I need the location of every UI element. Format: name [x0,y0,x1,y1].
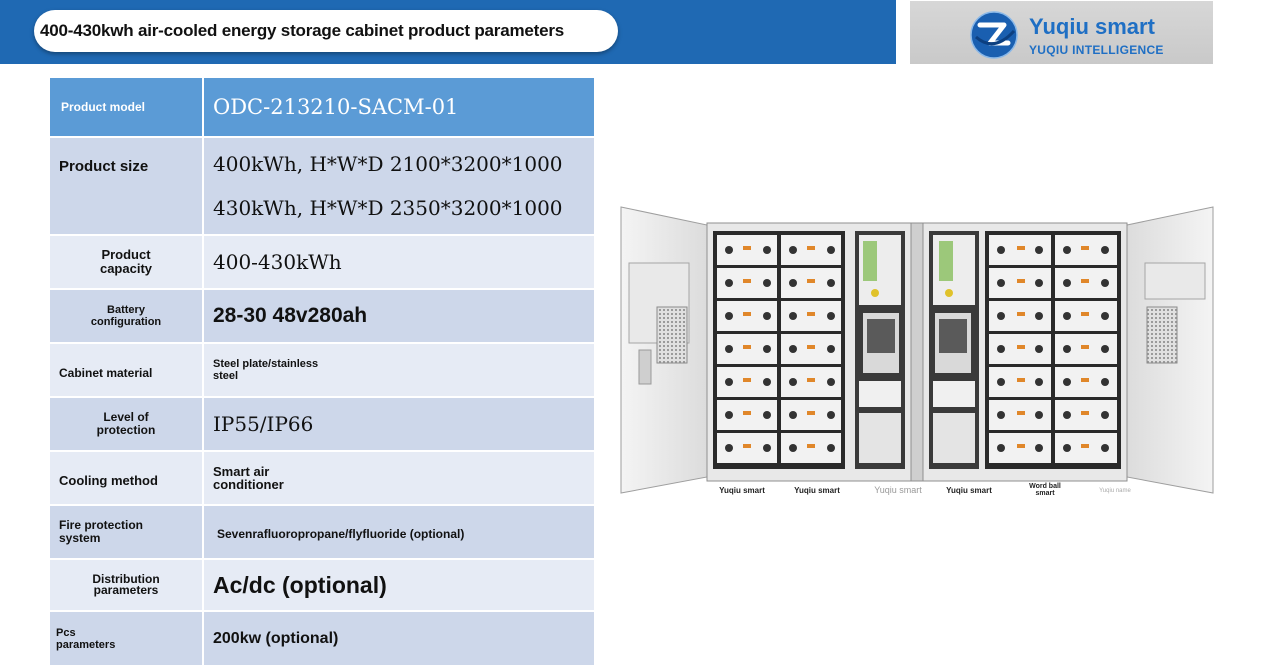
row-divider [50,136,594,138]
caption: Word ball [1029,483,1061,490]
page-title: 400-430kwh air-cooled energy storage cab… [40,21,565,40]
value-line: Steel plate/stainless [213,358,319,370]
row-label: Product model [61,100,146,114]
table-row-product-size: Product size 400kWh, H*W*D 2100*3200*100… [50,138,594,234]
table-row-product-capacity: Product capacity 400-430kWh [50,236,594,288]
caption: smart [1035,490,1055,497]
value-line: Smart air [213,464,270,479]
table-row-level-of-protection: Level of protection IP55/IP66 [50,398,594,450]
label-line: parameters [56,638,116,651]
spec-table: Product model ODC-213210-SACM-01 Product… [50,78,594,665]
label-line: Product [101,246,151,262]
row-value: IP55/IP66 [202,398,594,450]
logo-subtitle: YUQIU INTELLIGENCE [1029,43,1164,57]
size-400kwh: 400kWh, H*W*D 2100*3200*1000 [213,152,563,176]
label-line: Fire protection [59,518,144,532]
row-value: Sevenrafluoropropane/flyfluoride (option… [202,506,594,558]
row-label: Cooling method [59,472,158,488]
caption: Yuqiu smart [874,485,922,495]
caption: Yuqiu name [1099,488,1131,494]
row-label: Battery configuration [50,290,202,342]
row-label: Cabinet material [59,366,153,380]
cabinet-product-image: Yuqiu smart Yuqiu smart Yuqiu smart Yuqi… [620,206,1214,497]
table-row-cabinet-material: Cabinet material Steel plate/stainless s… [50,344,594,396]
label-line: protection [96,423,156,437]
logo-name: Yuqiu smart [1029,14,1155,39]
value-line: steel [213,370,239,382]
row-divider [50,234,594,236]
row-value: Ac/dc (optional) [202,560,594,610]
row-divider [50,342,594,344]
yuqiu-logo-icon [970,11,1018,59]
label-line: Distribution [92,572,160,586]
row-label: Product size [59,158,149,175]
header-band: 400-430kwh air-cooled energy storage cab… [0,0,896,64]
row-label: Level of protection [50,398,202,450]
row-value: 400-430kWh [202,236,594,288]
label-line: Level of [103,409,149,424]
label-line: configuration [90,316,162,328]
row-label: Distribution parameters [50,560,202,610]
row-divider [50,610,594,612]
caption: Yuqiu smart [794,486,840,495]
row-divider [50,558,594,560]
row-divider [50,288,594,290]
row-label: Pcs parameters [50,612,202,665]
row-value: ODC-213210-SACM-01 [202,78,594,136]
table-row-pcs-parameters: Pcs parameters 200kw (optional) [50,612,594,665]
row-value: 200kw (optional) [202,612,594,665]
caption: Yuqiu smart [946,486,992,495]
row-label: Fire protection system [50,506,202,558]
caption: Yuqiu smart [719,486,765,495]
row-value: 400kWh, H*W*D 2100*3200*1000 430kWh, H*W… [202,138,594,234]
table-row-battery-configuration: Battery configuration 28-30 48v280ah [50,290,594,342]
table-row-product-model: Product model ODC-213210-SACM-01 [50,78,594,136]
row-value: Steel plate/stainless steel [202,344,594,396]
title-banner: 400-430kwh air-cooled energy storage cab… [34,10,618,52]
row-label: Product capacity [50,236,202,288]
size-430kwh: 430kWh, H*W*D 2350*3200*1000 [213,196,563,220]
table-row-fire-protection: Fire protection system Sevenrafluoroprop… [50,506,594,558]
row-divider [50,396,594,398]
value-line: conditioner [213,477,284,492]
label-line: system [59,531,101,545]
label-line: Pcs [56,626,76,639]
table-row-cooling-method: Cooling method Smart air conditioner [50,452,594,504]
brand-logo: Yuqiu smart YUQIU INTELLIGENCE [910,1,1213,64]
row-value: Smart air conditioner [202,452,594,504]
label-line: capacity [99,261,153,276]
row-divider [50,450,594,452]
table-row-distribution-parameters: Distribution parameters Ac/dc (optional) [50,560,594,610]
row-divider [50,504,594,506]
label-line: parameters [93,583,159,597]
row-value: 28-30 48v280ah [202,290,594,342]
label-line: Battery [107,303,145,316]
